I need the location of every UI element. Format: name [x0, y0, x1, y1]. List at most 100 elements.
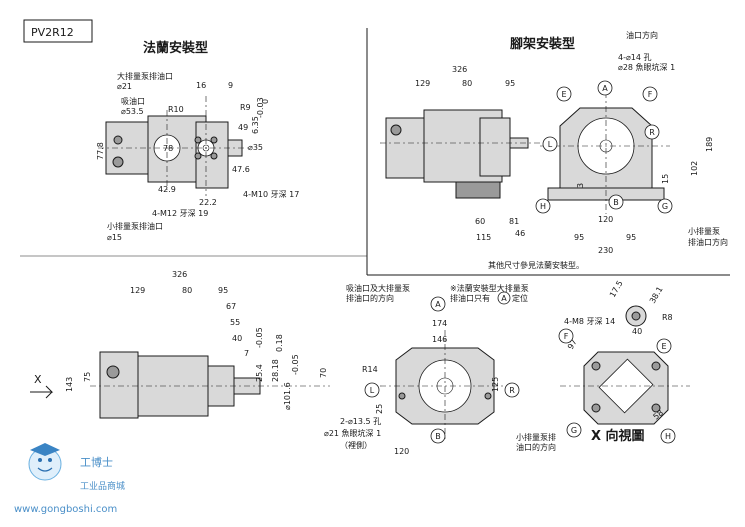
svg-text:A: A [435, 300, 441, 309]
dim-25: 25 [375, 404, 384, 414]
note-flange2: 排油口只有 [450, 293, 490, 303]
x-view [560, 305, 690, 425]
circle-label-r-mid: R [504, 382, 520, 398]
dim-95-bottom: 95 [218, 286, 228, 295]
dim-17-5: 17.5 [608, 279, 625, 299]
dim-230: 230 [598, 246, 613, 255]
dim-77-8: 77.8 [96, 142, 105, 160]
circle-label-f-top: F [642, 86, 658, 102]
note-suction-large1: 吸油口及大排量泵 [346, 283, 410, 293]
note-oil-dir: 油口方向 [626, 30, 658, 40]
dim-146: 146 [432, 335, 447, 344]
svg-text:A: A [501, 294, 507, 303]
dim-115: 115 [476, 233, 491, 242]
note-suction-dia: ⌀53.5 [121, 107, 144, 116]
dim-47-6: 47.6 [232, 165, 250, 174]
svg-text:H: H [540, 202, 546, 211]
view-x-arrow [30, 385, 54, 399]
brand-url: www.gongboshi.com [14, 504, 117, 515]
circle-label-f-bottom: F [558, 328, 574, 344]
flange-side-view [90, 351, 330, 419]
dim-125: 125 [491, 377, 500, 392]
dim-326-bottom: 326 [172, 270, 187, 279]
note-back-side: （裡側） [340, 440, 372, 450]
dim-tol-4: -0.05 [291, 354, 300, 375]
dim-3: 3 [576, 183, 585, 188]
flange-face-view [380, 330, 510, 440]
dim-0-18: 0.18 [275, 334, 284, 352]
svg-text:R: R [509, 386, 515, 395]
dim-40-xview: 40 [632, 327, 642, 336]
dim-r10: R10 [168, 105, 184, 114]
dim-95-left: 95 [574, 233, 584, 242]
note-spot28: ⌀28 魚眼坑深 1 [618, 62, 675, 72]
dim-60: 60 [475, 217, 485, 226]
dim-67: 67 [226, 302, 236, 311]
note-other-dims: 其他尺寸參見法蘭安裝型。 [488, 260, 584, 270]
dim-75: 75 [83, 372, 92, 382]
dim-9: 9 [228, 81, 233, 90]
brand-sub: 工业品商城 [80, 480, 125, 492]
dim-143: 143 [65, 377, 74, 392]
brand-name: 工博士 [80, 456, 113, 469]
dim-dia35: ⌀35 [248, 143, 263, 152]
title-foot: 腳架安裝型 [510, 36, 575, 52]
svg-text:F: F [564, 332, 569, 341]
flange-front-view [98, 96, 250, 196]
note-spot21: ⌀21 魚眼坑深 1 [324, 428, 381, 438]
dim-r9: R9 [240, 103, 251, 112]
note-suction-large2: 排油口的方向 [346, 293, 394, 303]
title-flange: 法蘭安裝型 [143, 40, 208, 56]
dim-28-18: 28.18 [271, 359, 280, 382]
dim-42-9: 42.9 [158, 185, 176, 194]
dim-70: 70 [319, 368, 328, 378]
dim-81: 81 [509, 217, 519, 226]
svg-text:L: L [370, 386, 375, 395]
circle-label-a-top: A [597, 80, 613, 96]
dim-dia101-6: ⌀101.6 [283, 382, 292, 410]
dim-tol-1: -0.03 [256, 97, 265, 118]
dim-tol-2: 0 [261, 99, 270, 104]
dim-120-top: 120 [598, 215, 613, 224]
note-small-drain-dir3: 小排量泵排 [516, 432, 556, 442]
dim-6-35: 6.35 [251, 116, 260, 134]
dim-49: 49 [238, 123, 248, 132]
svg-text:G: G [662, 202, 668, 211]
dim-55: 55 [230, 318, 240, 327]
dim-22-2: 22.2 [199, 198, 217, 207]
dim-189: 189 [705, 137, 714, 152]
title-x-view: X 向視圖 [591, 428, 645, 444]
dim-129-top: 129 [415, 79, 430, 88]
circle-label-a-inline: A [497, 291, 511, 305]
circle-label-e-top: E [556, 86, 572, 102]
circle-label-b-mid: B [430, 428, 446, 444]
svg-text:E: E [561, 90, 566, 99]
circle-label-e-bottom: E [656, 338, 672, 354]
foot-front-view [540, 92, 670, 214]
dim-95-right: 95 [626, 233, 636, 242]
dim-r8: R8 [662, 313, 673, 322]
note-m10: 4-M10 牙深 17 [243, 190, 299, 199]
circle-label-l-top: L [542, 136, 558, 152]
note-small-drain-dia: ⌀15 [107, 233, 122, 242]
circle-label-h-bottom: H [660, 428, 676, 444]
foot-side-view [380, 109, 540, 199]
note-small-drain-dir1: 小排量泵 [688, 226, 720, 236]
note-large-drain-dia: ⌀21 [117, 82, 132, 91]
model-tag-box [23, 19, 93, 43]
note-large-drain: 大排量泵排油口 [117, 71, 173, 81]
dim-326-top: 326 [452, 65, 467, 74]
dim-38-1: 38.1 [648, 285, 665, 305]
svg-text:B: B [613, 198, 619, 207]
svg-text:H: H [665, 432, 671, 441]
note-small-drain: 小排量泵排油口 [107, 221, 163, 231]
svg-text:G: G [571, 426, 577, 435]
dim-174: 174 [432, 319, 447, 328]
dim-80-bottom: 80 [182, 286, 192, 295]
svg-text:B: B [435, 432, 441, 441]
dim-25-4: 25.4 [255, 364, 264, 382]
svg-text:F: F [648, 90, 653, 99]
dim-40: 40 [232, 334, 242, 343]
circle-label-g-bottom: G [566, 422, 582, 438]
